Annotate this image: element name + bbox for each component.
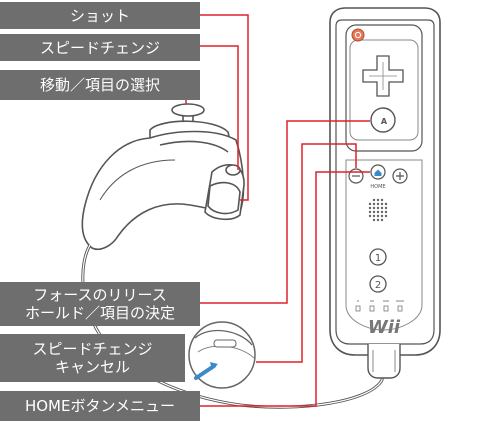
label-shot: ショット xyxy=(0,2,200,29)
nunchuk xyxy=(81,103,386,409)
zoom-inset xyxy=(188,321,256,389)
label-force-release-line1: フォースのリリース xyxy=(33,286,167,304)
wii-logo: Wii xyxy=(368,317,401,338)
one-label: 1 xyxy=(375,253,381,264)
speaker-grill xyxy=(368,198,388,222)
leader-speed-change xyxy=(200,45,239,170)
label-force-release: フォースのリリース ホールド／項目の決定 xyxy=(0,282,200,326)
leader-speed-cancel xyxy=(256,143,357,363)
label-force-release-line2: ホールド／項目の決定 xyxy=(24,304,175,322)
label-shot-text: ショット xyxy=(69,6,130,25)
label-move-select-text: 移動／項目の選択 xyxy=(39,76,160,94)
label-speed-change-cancel-line1: スピードチェンジ xyxy=(32,340,153,358)
home-label: HOME xyxy=(370,184,385,190)
dpad xyxy=(362,55,404,97)
label-speed-change-cancel: スピードチェンジ キャンセル xyxy=(0,334,185,382)
label-speed-change: スピードチェンジ xyxy=(0,34,200,61)
two-button xyxy=(369,275,387,293)
leader-lines xyxy=(185,14,370,407)
label-move-select: 移動／項目の選択 xyxy=(0,70,200,100)
leader-shot xyxy=(200,14,249,201)
label-home-menu-text: HOMEボタンメニュー xyxy=(24,397,176,415)
label-speed-change-text: スピードチェンジ xyxy=(39,38,160,57)
label-speed-change-cancel-line2: キャンセル xyxy=(54,358,130,376)
leader-home xyxy=(200,171,370,407)
label-home-menu: HOMEボタンメニュー xyxy=(0,391,200,421)
wii-remote xyxy=(329,7,441,379)
one-button xyxy=(369,248,387,266)
two-label: 2 xyxy=(375,280,381,291)
leader-force-release xyxy=(200,120,370,304)
player-leds xyxy=(355,305,403,312)
a-button xyxy=(370,107,396,133)
a-label: A xyxy=(381,117,388,126)
power-button xyxy=(351,28,365,42)
